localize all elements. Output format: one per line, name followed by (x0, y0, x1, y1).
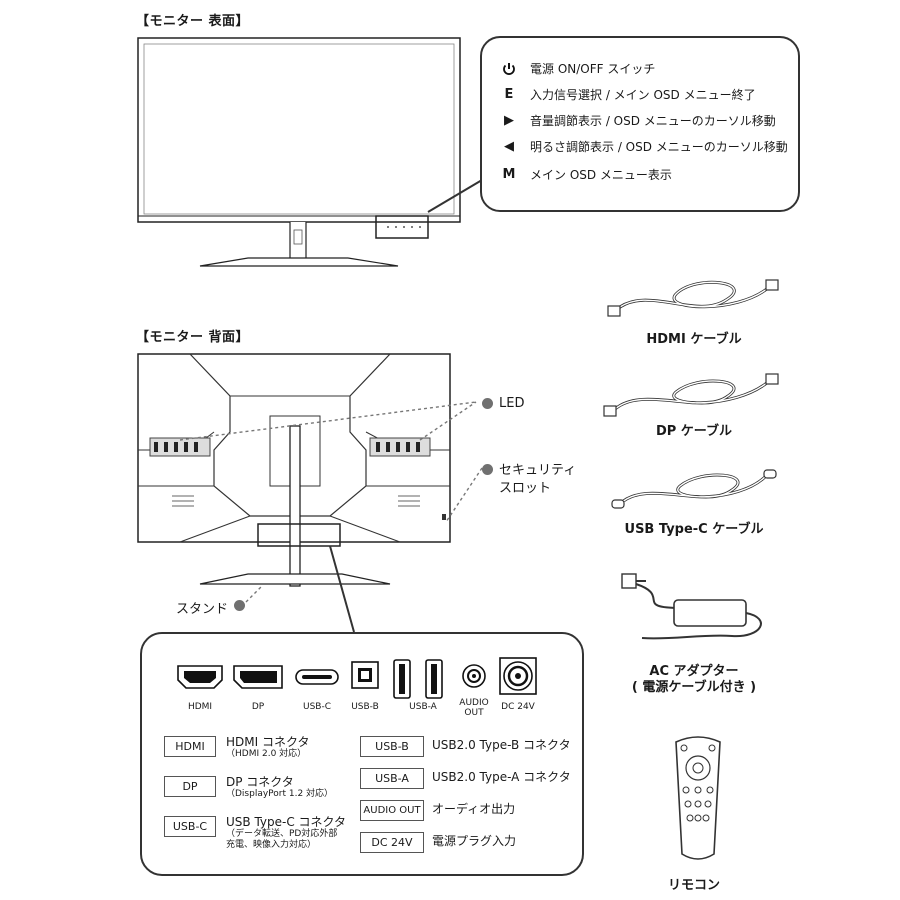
callout-dot (234, 600, 246, 611)
legend-tag-usb-a: USB-A (360, 768, 424, 789)
button-row-right: ▶ 音量調節表示 / OSD メニューのカーソル移動 (498, 112, 776, 129)
ports-callout-pointer (329, 545, 355, 633)
button-row-left: ◀ 明るさ調節表示 / OSD メニューのカーソル移動 (498, 138, 788, 155)
legend-desc-usb-a: USB2.0 Type-A コネクタ (432, 770, 571, 784)
legend-name: DP コネクタ (226, 775, 294, 789)
back-section-title: 【モニター 背面】 (136, 330, 250, 345)
ports-panel: HDMI DP USB-C USB-B USB-A AUDIO OUT DC 2… (140, 632, 584, 876)
legend-tag-dc-24v: DC 24V (360, 832, 424, 853)
remote-control-icon (675, 736, 721, 860)
legend-tag-dp: DP (164, 776, 216, 797)
legend-tag-usb-c: USB-C (164, 816, 216, 837)
callout-dot (482, 464, 493, 475)
port-label-dp: DP (251, 702, 265, 712)
port-label-usb-c: USB-C (302, 702, 331, 712)
hdmi-port-icon (177, 665, 223, 689)
legend-name: HDMI コネクタ (226, 735, 310, 749)
port-label-audio-out: AUDIO OUT (459, 698, 489, 718)
button-key: ▶ (504, 113, 514, 128)
legend-desc-usb-c: USB Type-C コネクタ （データ転送、PD対応外部 充電、映像入力対応） (226, 816, 346, 851)
accessory-label-usb-c: USB Type-C ケーブル (624, 522, 764, 537)
usb-c-port-icon (295, 669, 339, 685)
port-icons-row (177, 657, 537, 699)
legend-tag-usb-b: USB-B (360, 736, 424, 757)
stand-text: スタンド (176, 602, 229, 617)
power-icon (498, 61, 520, 77)
legend-desc-audio-out: オーディオ出力 (432, 802, 516, 816)
audio-out-port-icon (462, 664, 486, 688)
legend-desc-dc-24v: 電源プラグ入力 (432, 834, 517, 848)
legend-tag-audio-out: AUDIO OUT (360, 800, 424, 821)
monitor-back-illustration (137, 353, 451, 587)
legend-desc-usb-b: USB2.0 Type-B コネクタ (432, 738, 571, 752)
button-row-e: E 入力信号選択 / メイン OSD メニュー終了 (498, 86, 756, 103)
port-label-dc-24v: DC 24V (501, 702, 535, 712)
leader-lines (179, 401, 483, 603)
accessory-label-hdmi: HDMI ケーブル (646, 332, 742, 347)
button-desc: 入力信号選択 / メイン OSD メニュー終了 (530, 88, 756, 102)
button-desc: メイン OSD メニュー表示 (530, 168, 672, 182)
led-label: LED (482, 396, 524, 411)
button-key: M (502, 167, 516, 182)
front-section-title: 【モニター 表面】 (136, 14, 250, 29)
dc-24v-port-icon (499, 657, 537, 695)
security-slot-label: セキュリティ スロット (482, 462, 576, 498)
button-desc: 明るさ調節表示 / OSD メニューのカーソル移動 (530, 140, 788, 154)
accessory-label-ac-adapter: AC アダプター ( 電源ケーブル付き ) (631, 664, 757, 695)
accessory-label-dp: DP ケーブル (655, 424, 733, 439)
accessory-label-remote: リモコン (667, 878, 720, 893)
security-text: セキュリティ スロット (499, 463, 577, 496)
usb-c-cable-icon (611, 469, 777, 509)
ac-adapter-icon (621, 573, 762, 640)
front-callout-pointer (427, 179, 483, 213)
led-text: LED (499, 396, 525, 411)
button-key: ◀ (504, 139, 514, 154)
button-row-m: M メイン OSD メニュー表示 (498, 166, 672, 183)
button-key: E (504, 87, 514, 102)
legend-desc-hdmi: HDMI コネクタ （HDMI 2.0 対応） (226, 736, 310, 760)
legend-name: USB Type-C コネクタ (226, 815, 347, 829)
usb-a-port-icon (393, 659, 443, 699)
callout-dot (482, 398, 493, 409)
button-desc: 音量調節表示 / OSD メニューのカーソル移動 (530, 114, 776, 128)
port-label-usb-a: USB-A (409, 702, 437, 712)
front-buttons-callout: 電源 ON/OFF スイッチ E 入力信号選択 / メイン OSD メニュー終了… (480, 36, 800, 212)
legend-sub: （データ転送、PD対応外部 充電、映像入力対応） (226, 829, 338, 850)
legend-tag-hdmi: HDMI (164, 736, 216, 757)
usb-b-port-icon (351, 661, 379, 689)
stand-label: スタンド (176, 598, 251, 617)
monitor-front-illustration (137, 37, 461, 267)
hdmi-cable-icon (607, 279, 779, 317)
button-desc: 電源 ON/OFF スイッチ (530, 62, 656, 76)
legend-sub: （HDMI 2.0 対応） (226, 749, 307, 759)
legend-desc-dp: DP コネクタ （DisplayPort 1.2 対応） (226, 776, 333, 800)
dp-port-icon (233, 665, 283, 689)
dp-cable-icon (603, 373, 779, 417)
button-row-power: 電源 ON/OFF スイッチ (498, 60, 655, 77)
port-label-usb-b: USB-B (351, 702, 379, 712)
port-label-hdmi: HDMI (187, 702, 213, 712)
legend-sub: （DisplayPort 1.2 対応） (226, 789, 334, 799)
